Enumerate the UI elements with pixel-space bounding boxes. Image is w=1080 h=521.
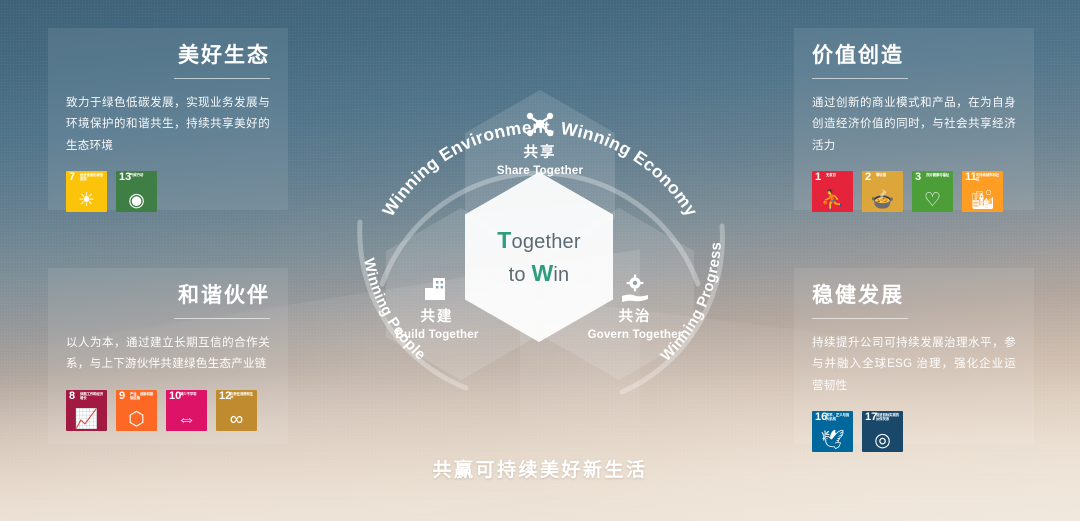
panel-steady: 稳健发展 持续提升公司可持续发展治理水平，参与并融入全球ESG 治理，强化企业运… <box>794 268 1034 452</box>
panel-title: 和谐伙伴 <box>178 284 270 307</box>
sdg-glyph: ☀ <box>77 189 96 211</box>
sdg-tile-2: 2 零饥饿 🍲 <box>862 170 903 212</box>
title-rule <box>174 318 270 320</box>
sdg-title: 和平、正义与强大机构 <box>826 412 850 422</box>
node-label-en: Build Together <box>395 329 479 342</box>
sdg-title: 气候行动 <box>130 172 144 177</box>
sdg-title: 促进目标实现的伙伴关系 <box>876 412 900 422</box>
panel-value: 价值创造 通过创新的商业模式和产品，在为自身创造经济价值的同时，与社会共享经济活… <box>794 28 1034 212</box>
sdg-number: 11 <box>965 170 977 183</box>
sdg-number: 3 <box>915 170 922 183</box>
sdg-number: 9 <box>119 389 126 402</box>
sdg-number: 12 <box>219 389 232 402</box>
sdg-glyph: ∞ <box>229 408 244 430</box>
panel-description: 通过创新的商业模式和产品，在为自身创造经济价值的同时，与社会共享经济活力 <box>812 97 1016 152</box>
panel-title: 美好生态 <box>178 44 270 67</box>
title-rule <box>174 78 270 80</box>
sdg-glyph: ◉ <box>128 189 145 211</box>
panel-title: 价值创造 <box>812 44 904 67</box>
sdg-number: 2 <box>865 170 872 183</box>
sdg-glyph: 🍲 <box>870 189 895 211</box>
sdg-title: 零饥饿 <box>876 172 886 177</box>
sdg-tile-9: 9 产业、创新和基础设施 ⬡ <box>116 389 157 431</box>
share-network-icon <box>450 110 630 140</box>
building-icon <box>347 274 527 304</box>
sdg-glyph: ⛹ <box>820 189 845 211</box>
panel-description: 致力于绿色低碳发展，实现业务发展与环境保护的和谐共生，持续共享美好的生态环境 <box>66 97 270 152</box>
sdg-glyph: 🕊 <box>820 429 845 451</box>
sdg-title: 无贫穷 <box>826 172 836 177</box>
sdg-number: 8 <box>69 389 76 402</box>
hexagon-cluster: Together to Win 共享 Share Together <box>330 36 750 436</box>
node-share: 共享 Share Together <box>450 110 630 177</box>
node-label-cn: 共建 <box>420 309 454 325</box>
node-govern: 共治 Govern Together <box>545 274 725 341</box>
sdg-tile-1: 1 无贫穷 ⛹ <box>812 170 853 212</box>
node-build: 共建 Build Together <box>347 274 527 341</box>
title-rule <box>812 318 908 320</box>
sdg-title: 可持续城市和社区 <box>976 172 1000 182</box>
sdg-tile-7: 7 经济适用的清洁能源 ☀ <box>66 170 107 212</box>
sdg-title: 经济适用的清洁能源 <box>80 172 104 182</box>
node-label-cn: 共治 <box>618 309 652 325</box>
sdg-number: 16 <box>815 410 828 423</box>
gear-hand-icon <box>545 274 725 304</box>
panel-description: 以人为本，通过建立长期互信的合作关系，与上下游伙伴共建绿色生态产业链 <box>66 337 270 371</box>
sdg-number: 13 <box>119 170 132 183</box>
node-label-cn: 共享 <box>523 145 557 161</box>
sdg-title: 产业、创新和基础设施 <box>130 391 154 400</box>
sdg-glyph: ♡ <box>923 189 942 211</box>
sdg-title: 减少不平等 <box>180 391 197 396</box>
sdg-glyph: 🏙 <box>970 189 995 211</box>
sdg-number: 10 <box>169 389 182 402</box>
arc-stroke-right <box>619 223 725 395</box>
sdg-number: 1 <box>815 170 822 183</box>
sdg-tile-8: 8 体面工作和经济增长 📈 <box>66 389 107 431</box>
sdg-number: 17 <box>865 410 878 423</box>
sdg-glyph: ◎ <box>874 429 891 451</box>
title-rule <box>812 78 908 80</box>
sdg-number: 7 <box>69 170 76 183</box>
sdg-tile-3: 3 良好健康与福祉 ♡ <box>912 170 953 212</box>
core-slogan-line2: to Win <box>508 260 570 286</box>
panel-eco: 美好生态 致力于绿色低碳发展，实现业务发展与环境保护的和谐共生，持续共享美好的生… <box>48 28 288 212</box>
sdg-glyph: ⬡ <box>128 408 145 430</box>
sdg-title: 良好健康与福祉 <box>926 172 950 177</box>
panel-title: 稳健发展 <box>812 284 904 307</box>
core-accent-t: T <box>497 226 512 253</box>
sdg-title: 负责任消费和生产 <box>230 391 254 400</box>
sdg-title: 体面工作和经济增长 <box>80 391 104 400</box>
node-label-en: Share Together <box>496 165 584 178</box>
sdg-glyph: ⇔ <box>177 408 196 430</box>
node-label-en: Govern Together <box>587 329 683 342</box>
tagline: 共赢可持续美好新生活 <box>432 460 648 481</box>
arc-stroke-left <box>357 219 469 391</box>
core-slogan-line1: Together <box>497 226 581 253</box>
panel-partner: 和谐伙伴 以人为本，通过建立长期互信的合作关系，与上下游伙伴共建绿色生态产业链 … <box>48 268 288 444</box>
core-accent-w: W <box>531 260 554 286</box>
center-diagram: Winning Environment, Winning Economy Win… <box>330 36 750 436</box>
panel-description: 持续提升公司可持续发展治理水平，参与并融入全球ESG 治理，强化企业运营韧性 <box>812 337 1016 392</box>
sdg-glyph: 📈 <box>74 408 99 430</box>
core-slogan: Together to Win <box>465 172 613 342</box>
